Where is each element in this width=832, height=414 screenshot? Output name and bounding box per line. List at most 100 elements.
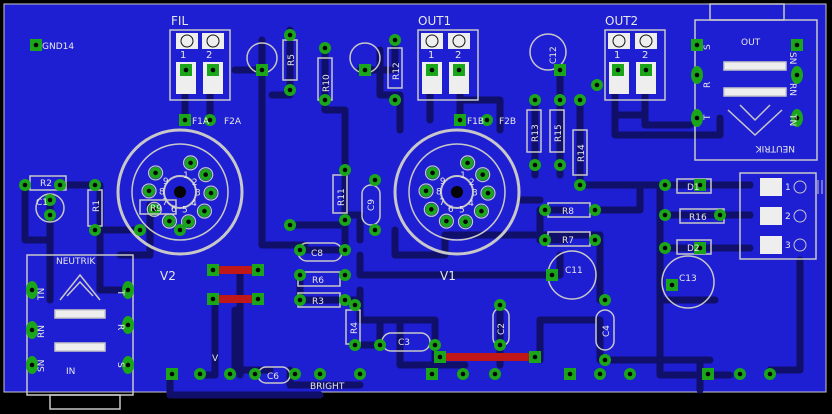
fil-label: FIL xyxy=(171,14,188,28)
tube-v2 xyxy=(116,128,244,256)
tube-pin-outline xyxy=(423,201,439,217)
drill-hole xyxy=(169,371,175,377)
drill-hole xyxy=(137,227,143,233)
drill-hole xyxy=(342,167,348,173)
r6-label: R6 xyxy=(312,276,324,286)
drill-hole xyxy=(183,67,189,73)
r12-label: R12 xyxy=(392,62,402,80)
tube-pin-outline xyxy=(180,214,197,230)
tube-pin-outline xyxy=(196,203,213,219)
tube-pin-number: 8 xyxy=(159,187,165,197)
r2-label: R2 xyxy=(40,179,52,189)
f2b-label: F2B xyxy=(499,117,516,127)
drill-hole xyxy=(342,217,348,223)
drill-hole xyxy=(210,296,216,302)
drill-hole xyxy=(287,87,293,93)
f2a-label: F2A xyxy=(224,117,242,127)
c11-label: C11 xyxy=(565,266,583,276)
r8-label: R8 xyxy=(562,207,574,217)
drill-hole xyxy=(188,160,193,166)
drill-hole xyxy=(210,267,216,273)
drill-hole xyxy=(423,188,429,194)
drill-hole xyxy=(153,170,158,176)
sn-label-in: SN xyxy=(37,360,47,372)
drill-hole xyxy=(322,45,328,51)
drill-hole xyxy=(662,182,668,188)
drill-hole xyxy=(342,247,348,253)
drill-hole xyxy=(287,32,293,38)
d2-label: D2 xyxy=(687,244,700,254)
drill-hole xyxy=(705,371,711,377)
drill-hole xyxy=(259,67,265,73)
drill-hole xyxy=(497,342,503,348)
drill-hole xyxy=(29,327,35,333)
drill-hole xyxy=(484,117,490,123)
c6-label: C6 xyxy=(267,372,279,382)
t-label-in: T xyxy=(115,289,125,296)
drill-hole xyxy=(602,297,608,303)
drill-hole xyxy=(767,371,773,377)
drill-hole xyxy=(577,182,583,188)
drill-hole xyxy=(592,237,598,243)
drill-hole xyxy=(352,302,358,308)
drill-hole xyxy=(252,371,258,377)
drill-hole xyxy=(342,297,348,303)
c2-label: C2 xyxy=(497,323,507,335)
tube-pin-outline xyxy=(147,165,164,181)
terminal-1-label: 1 xyxy=(785,183,791,193)
drill-hole xyxy=(794,115,800,121)
drill-hole xyxy=(492,371,498,377)
drill-hole xyxy=(362,67,368,73)
drill-hole xyxy=(697,182,703,188)
tn-label-in: TN xyxy=(37,288,47,301)
out2-1-label: 1 xyxy=(614,50,620,61)
r13-label: R13 xyxy=(531,124,541,142)
neutrik-in-label: NEUTRIK xyxy=(56,257,96,267)
tube-pin-outline xyxy=(424,165,441,181)
drill-hole xyxy=(662,245,668,251)
s-label-out: S xyxy=(703,44,713,50)
drill-hole xyxy=(460,371,466,377)
drill-hole xyxy=(694,72,700,78)
drill-hole xyxy=(47,212,53,218)
rn-label-in: RN xyxy=(37,325,47,338)
v2-label: V2 xyxy=(160,269,176,283)
drill-hole xyxy=(177,227,183,233)
fil-2-label: 2 xyxy=(206,50,212,61)
tube-pin-number: 5 xyxy=(182,205,188,215)
c8-label: C8 xyxy=(311,249,323,259)
c4-label: C4 xyxy=(602,325,612,337)
drill-hole xyxy=(430,170,435,176)
drill-hole xyxy=(480,172,486,177)
drill-hole xyxy=(557,67,563,73)
tube-pin-number: 7 xyxy=(162,198,168,208)
drill-hole xyxy=(557,162,563,168)
drill-hole xyxy=(577,97,583,103)
tube-pin-outline xyxy=(203,185,219,201)
s-label-in: S xyxy=(115,362,125,368)
r-label-in: R xyxy=(115,324,125,330)
r4-label: R4 xyxy=(350,322,360,334)
drill-hole xyxy=(357,371,363,377)
r11-label: R11 xyxy=(337,188,347,206)
drill-hole xyxy=(342,272,348,278)
tube-pin-number: 1 xyxy=(460,171,466,181)
r9-label: R9 xyxy=(150,204,162,214)
out1-2-label: 2 xyxy=(455,50,461,61)
drill-hole xyxy=(227,371,233,377)
tube-pin-number: 7 xyxy=(439,198,445,208)
out2-label: OUT2 xyxy=(605,14,638,28)
c12-label: C12 xyxy=(549,46,559,64)
drill-hole xyxy=(437,354,443,360)
drill-hole xyxy=(146,188,152,194)
r1-label: R1 xyxy=(92,200,102,212)
drill-hole xyxy=(125,322,131,328)
f1b-label: F1B xyxy=(467,117,484,127)
terminal-right-3pin xyxy=(739,172,823,260)
drill-hole xyxy=(428,207,434,212)
drill-hole xyxy=(567,371,573,377)
fil-1-label: 1 xyxy=(180,50,186,61)
drill-hole xyxy=(125,362,131,368)
drill-hole xyxy=(297,247,303,253)
